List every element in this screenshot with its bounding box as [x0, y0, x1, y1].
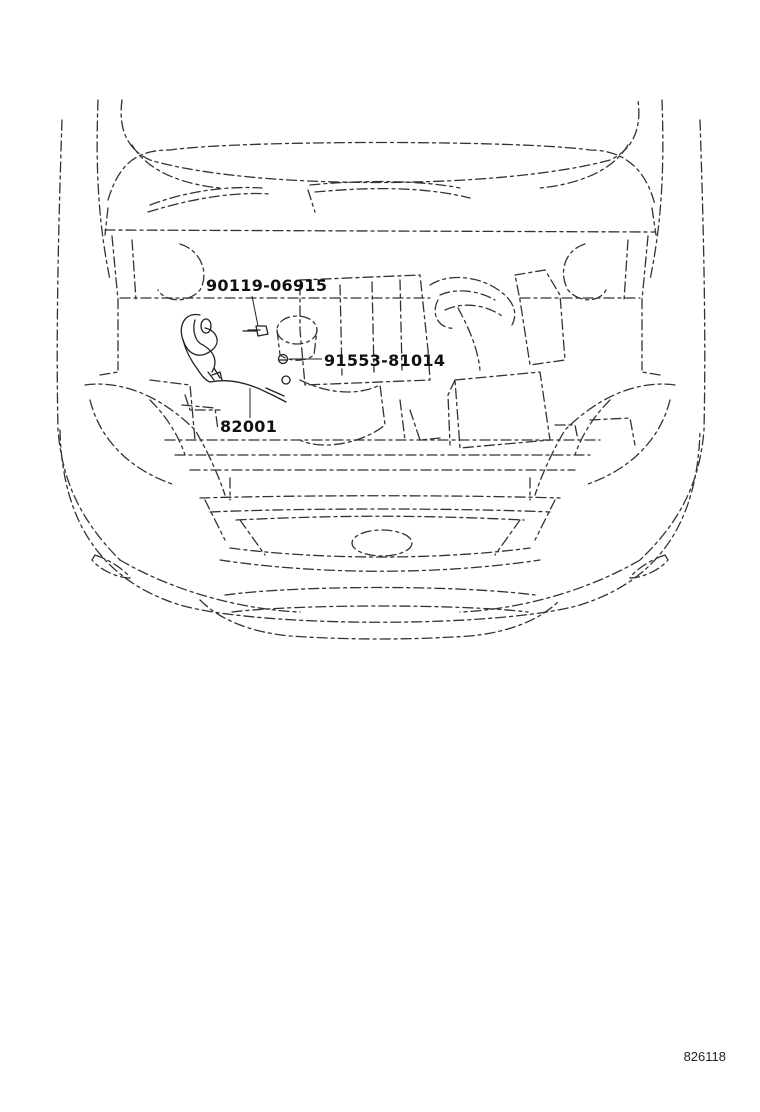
part-label-82001[interactable]: 82001: [220, 417, 277, 436]
ground-terminal: [281, 375, 291, 385]
screw-91553-81014[interactable]: [277, 353, 289, 365]
vehicle-front-outline: [56, 99, 706, 640]
wire-harness-82001[interactable]: [180, 313, 287, 403]
bolt-90119-06915[interactable]: [242, 325, 269, 337]
diagram-reference-code: 826118: [684, 1049, 726, 1064]
leader-lines: [249, 295, 322, 418]
part-label-91553-81014[interactable]: 91553-81014: [324, 351, 445, 370]
part-label-90119-06915[interactable]: 90119-06915: [206, 276, 327, 295]
